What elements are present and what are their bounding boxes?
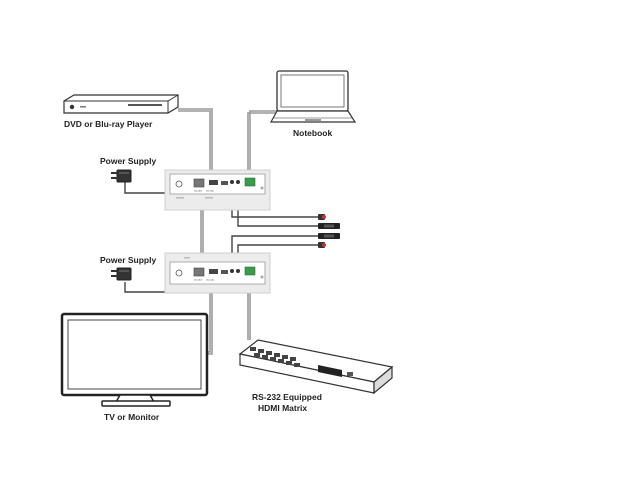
notebook-label: Notebook <box>293 128 332 138</box>
power-supply-top-label: Power Supply <box>100 156 156 166</box>
svg-text:HDBT: HDBT <box>194 189 203 193</box>
transmitter-box-icon: HDBT HDMI <box>165 170 270 210</box>
ir-receiver-1-icon <box>318 223 340 229</box>
ir-emitter-2-icon <box>318 242 326 248</box>
power-adapter-top-icon <box>111 170 131 182</box>
svg-text:HDBT: HDBT <box>194 278 203 282</box>
svg-text:HDMI: HDMI <box>206 189 214 193</box>
matrix-label-line2: HDMI Matrix <box>258 403 307 413</box>
hdmi-matrix-icon <box>240 340 392 393</box>
ir-emitter-1-icon <box>318 214 326 220</box>
tv-monitor-icon <box>62 314 207 406</box>
dvd-player-label: DVD or Blu-ray Player <box>64 119 153 129</box>
matrix-label-line1: RS-232 Equipped <box>252 392 322 402</box>
tv-monitor-label: TV or Monitor <box>104 412 160 422</box>
power-supply-bottom-label: Power Supply <box>100 255 156 265</box>
notebook-icon <box>271 71 355 122</box>
dvd-player-icon <box>64 95 178 113</box>
svg-text:HDMI: HDMI <box>206 278 214 282</box>
receiver-box-icon: HDBT HDMI <box>165 253 270 293</box>
ir-receiver-2-icon <box>318 233 340 239</box>
power-adapter-bottom-icon <box>111 268 131 280</box>
cable-dvd-to-transmitter <box>178 109 212 173</box>
